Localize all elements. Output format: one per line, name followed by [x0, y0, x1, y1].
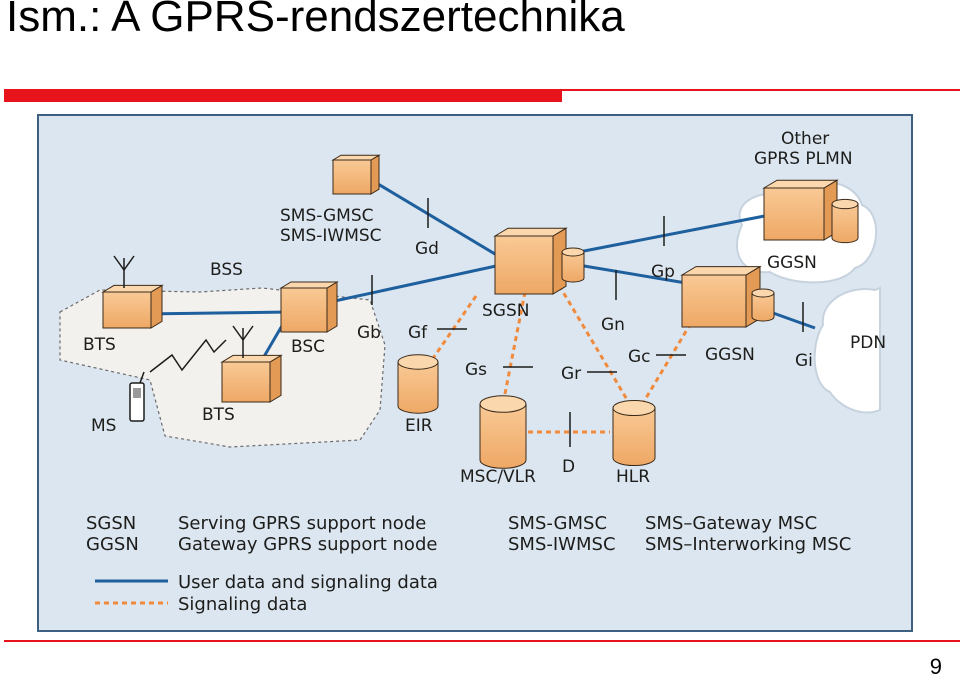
legend-abbr: GGSN [86, 534, 139, 555]
diagram-labels: Other GPRS PLMN GGSN PDN SMS-GMSC SMS-IW… [83, 129, 886, 487]
pdn-cloud [813, 286, 881, 414]
msc-vlr-database [479, 395, 527, 469]
sgsn-node [493, 227, 568, 295]
network-nodes [101, 154, 839, 403]
ggsn-node [680, 265, 762, 328]
database-nodes [397, 198, 859, 469]
mobile-station-icon [129, 371, 145, 422]
eir-label: EIR [405, 416, 433, 436]
user-data-legend-label: User data and signaling data [178, 572, 438, 593]
sms-iwmsc-label: SMS-IWMSC [280, 226, 382, 246]
interface-gs-label: Gs [465, 360, 487, 380]
antenna-icon [113, 255, 135, 288]
bts-label: BTS [83, 335, 116, 355]
interface-gc-label: Gc [628, 347, 651, 367]
bts-label: BTS [202, 405, 235, 425]
ggsn-remote-database [831, 198, 859, 244]
ggsn-database [751, 288, 775, 322]
ggsn-remote-node [762, 179, 839, 241]
interface-gf-label: Gf [408, 323, 428, 343]
radio-link-icon [149, 338, 227, 373]
bts-node [220, 354, 283, 403]
other-plmn-label: Other [781, 129, 829, 149]
legend-meaning: SMS–Gateway MSC [645, 513, 817, 534]
interface-gd-label: Gd [415, 239, 439, 259]
page-number: 9 [929, 654, 942, 679]
bss-label: BSS [210, 260, 243, 280]
interface-gi-label: Gi [795, 351, 813, 371]
sgsn-database [561, 247, 585, 283]
msc-vlr-label: MSC/VLR [460, 467, 536, 487]
legend-meaning: Serving GPRS support node [178, 513, 426, 534]
abbreviation-legend: SGSN Serving GPRS support node GGSN Gate… [86, 513, 851, 555]
footer-rule [4, 640, 960, 642]
legend-meaning: Gateway GPRS support node [178, 534, 437, 555]
interface-gr-label: Gr [561, 364, 581, 384]
other-plmn-label: GPRS PLMN [754, 149, 853, 169]
signaling-links [423, 269, 702, 434]
sms-gmsc-label: SMS-GMSC [280, 206, 374, 226]
line-style-legend: User data and signaling data Signaling d… [95, 572, 438, 615]
legend-abbr: SGSN [86, 513, 136, 534]
hlr-database [612, 399, 656, 467]
slide-title: Ism.: A GPRS-rendszertechnika [6, 0, 625, 41]
interface-gb-label: Gb [357, 323, 381, 343]
interface-gp-label: Gp [651, 262, 675, 282]
sgsn-label: SGSN [482, 301, 529, 321]
title-accent-bar [4, 89, 562, 102]
hlr-label: HLR [616, 467, 650, 487]
interface-gn-label: Gn [601, 315, 625, 335]
sms-gmsc-node [331, 154, 381, 195]
bts-node [101, 284, 164, 329]
pdn-label: PDN [850, 333, 886, 353]
interface-d-label: D [562, 457, 575, 477]
bsc-label: BSC [291, 337, 325, 357]
signaling-legend-label: Signaling data [178, 594, 307, 615]
antenna-icon [232, 325, 254, 358]
legend-abbr: SMS-GMSC [508, 513, 607, 534]
ggsn-label: GGSN [705, 345, 755, 365]
interface-ticks [371, 198, 804, 447]
ggsn-remote-label: GGSN [767, 253, 817, 273]
legend-meaning: SMS–Interworking MSC [645, 534, 851, 555]
legend-abbr: SMS-IWMSC [508, 534, 616, 555]
bsc-node [279, 281, 339, 333]
eir-database [397, 354, 439, 414]
ms-label: MS [91, 416, 116, 436]
